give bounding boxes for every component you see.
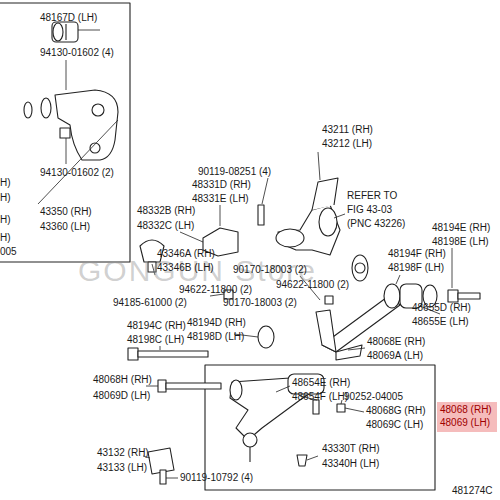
part-number: 48194D (RH): [187, 317, 246, 329]
part-number: 94185-61000 (2): [113, 297, 187, 309]
part-number: 48167D (LH): [40, 12, 97, 24]
part-number: 43346B (LH): [157, 262, 214, 274]
part-number: FIG 43-03: [347, 204, 392, 216]
part-number: 48655D (RH): [412, 302, 471, 314]
washer: [41, 98, 51, 118]
group-frame: [205, 365, 435, 490]
part-number: 94622-11800 (2): [276, 279, 349, 291]
bushing: [52, 22, 78, 42]
part-number: 43350 (RH): [40, 206, 92, 218]
part-number: 94130-01602 (4): [40, 47, 114, 59]
part-number: 43212 (LH): [322, 138, 372, 150]
part-number: H): [0, 214, 11, 226]
part-number: 94622-11800 (2): [179, 284, 252, 296]
bracket: [55, 90, 118, 160]
part-number: 94130-01602 (2): [40, 167, 114, 179]
part-number: 48331E (LH): [192, 193, 249, 205]
part-number: 48654F (LH): [292, 391, 348, 403]
part-number: 90119-10792 (4): [180, 472, 253, 484]
part-number: 48198F (LH): [388, 262, 444, 274]
part-number: 48068H (RH): [93, 374, 152, 386]
part-number: 48198E (LH): [432, 236, 489, 248]
part-number: 43211 (RH): [322, 124, 373, 136]
part-number: 43132 (RH): [97, 447, 149, 459]
part-number: H): [0, 192, 11, 204]
part-number: 48068E (RH): [367, 336, 425, 348]
nut: [337, 404, 345, 412]
part-number: 43346A (RH): [157, 248, 215, 260]
part-number: 48068G (RH): [366, 405, 425, 417]
bolt: [448, 290, 480, 302]
part-number: 90119-08251 (4): [198, 166, 271, 178]
part-number: 481274C: [452, 485, 493, 497]
part-number: 90252-04005: [344, 391, 403, 403]
part-number: 43133 (LH): [97, 462, 147, 474]
part-number: 48331D (RH): [192, 179, 251, 191]
nut: [297, 455, 307, 466]
part-number: 48069A (LH): [367, 350, 423, 362]
bolt: [160, 470, 166, 484]
part-number: 90170-18003 (2): [223, 297, 297, 309]
part-number: H): [0, 232, 11, 244]
highlight-box: 48068 (RH)48069 (LH): [437, 402, 497, 432]
part-number: 43340H (LH): [322, 458, 379, 470]
part-number: 48069 (LH): [440, 416, 494, 429]
part-number: 43330T (RH): [322, 443, 380, 455]
group-frame: [0, 3, 130, 262]
washer: [24, 102, 32, 118]
part-number: (PNC 43226): [347, 218, 405, 230]
part-number: 48069C (LH): [366, 419, 423, 431]
part-number: 48332B (RH): [137, 205, 195, 217]
nut: [325, 296, 333, 304]
bolt: [313, 400, 319, 414]
part-number: 48068 (RH): [440, 403, 494, 416]
part-number: 48655E (LH): [412, 316, 469, 328]
washer: [258, 326, 274, 348]
leader-lines: [38, 30, 452, 478]
bolt: [158, 380, 221, 392]
part-number: 48198C (LH): [127, 334, 184, 346]
part-number: 43360 (LH): [40, 221, 90, 233]
part-number: 005: [0, 246, 17, 258]
part-number: 48194F (RH): [388, 248, 446, 260]
part-number: 48654E (RH): [292, 377, 350, 389]
part-number: REFER TO: [347, 190, 397, 202]
part-number: 90170-18003 (2): [233, 264, 307, 276]
part-number: H): [0, 177, 11, 189]
nut: [60, 128, 70, 138]
part-number: 48069D (LH): [93, 390, 150, 402]
bolt: [128, 348, 208, 360]
hole: [92, 104, 104, 116]
part-number: 48194C (RH): [127, 320, 186, 332]
part-number: 48194E (RH): [432, 222, 490, 234]
bolt: [258, 205, 264, 225]
part-number: 48332C (LH): [137, 220, 194, 232]
part-number: 48198D (LH): [187, 331, 244, 343]
